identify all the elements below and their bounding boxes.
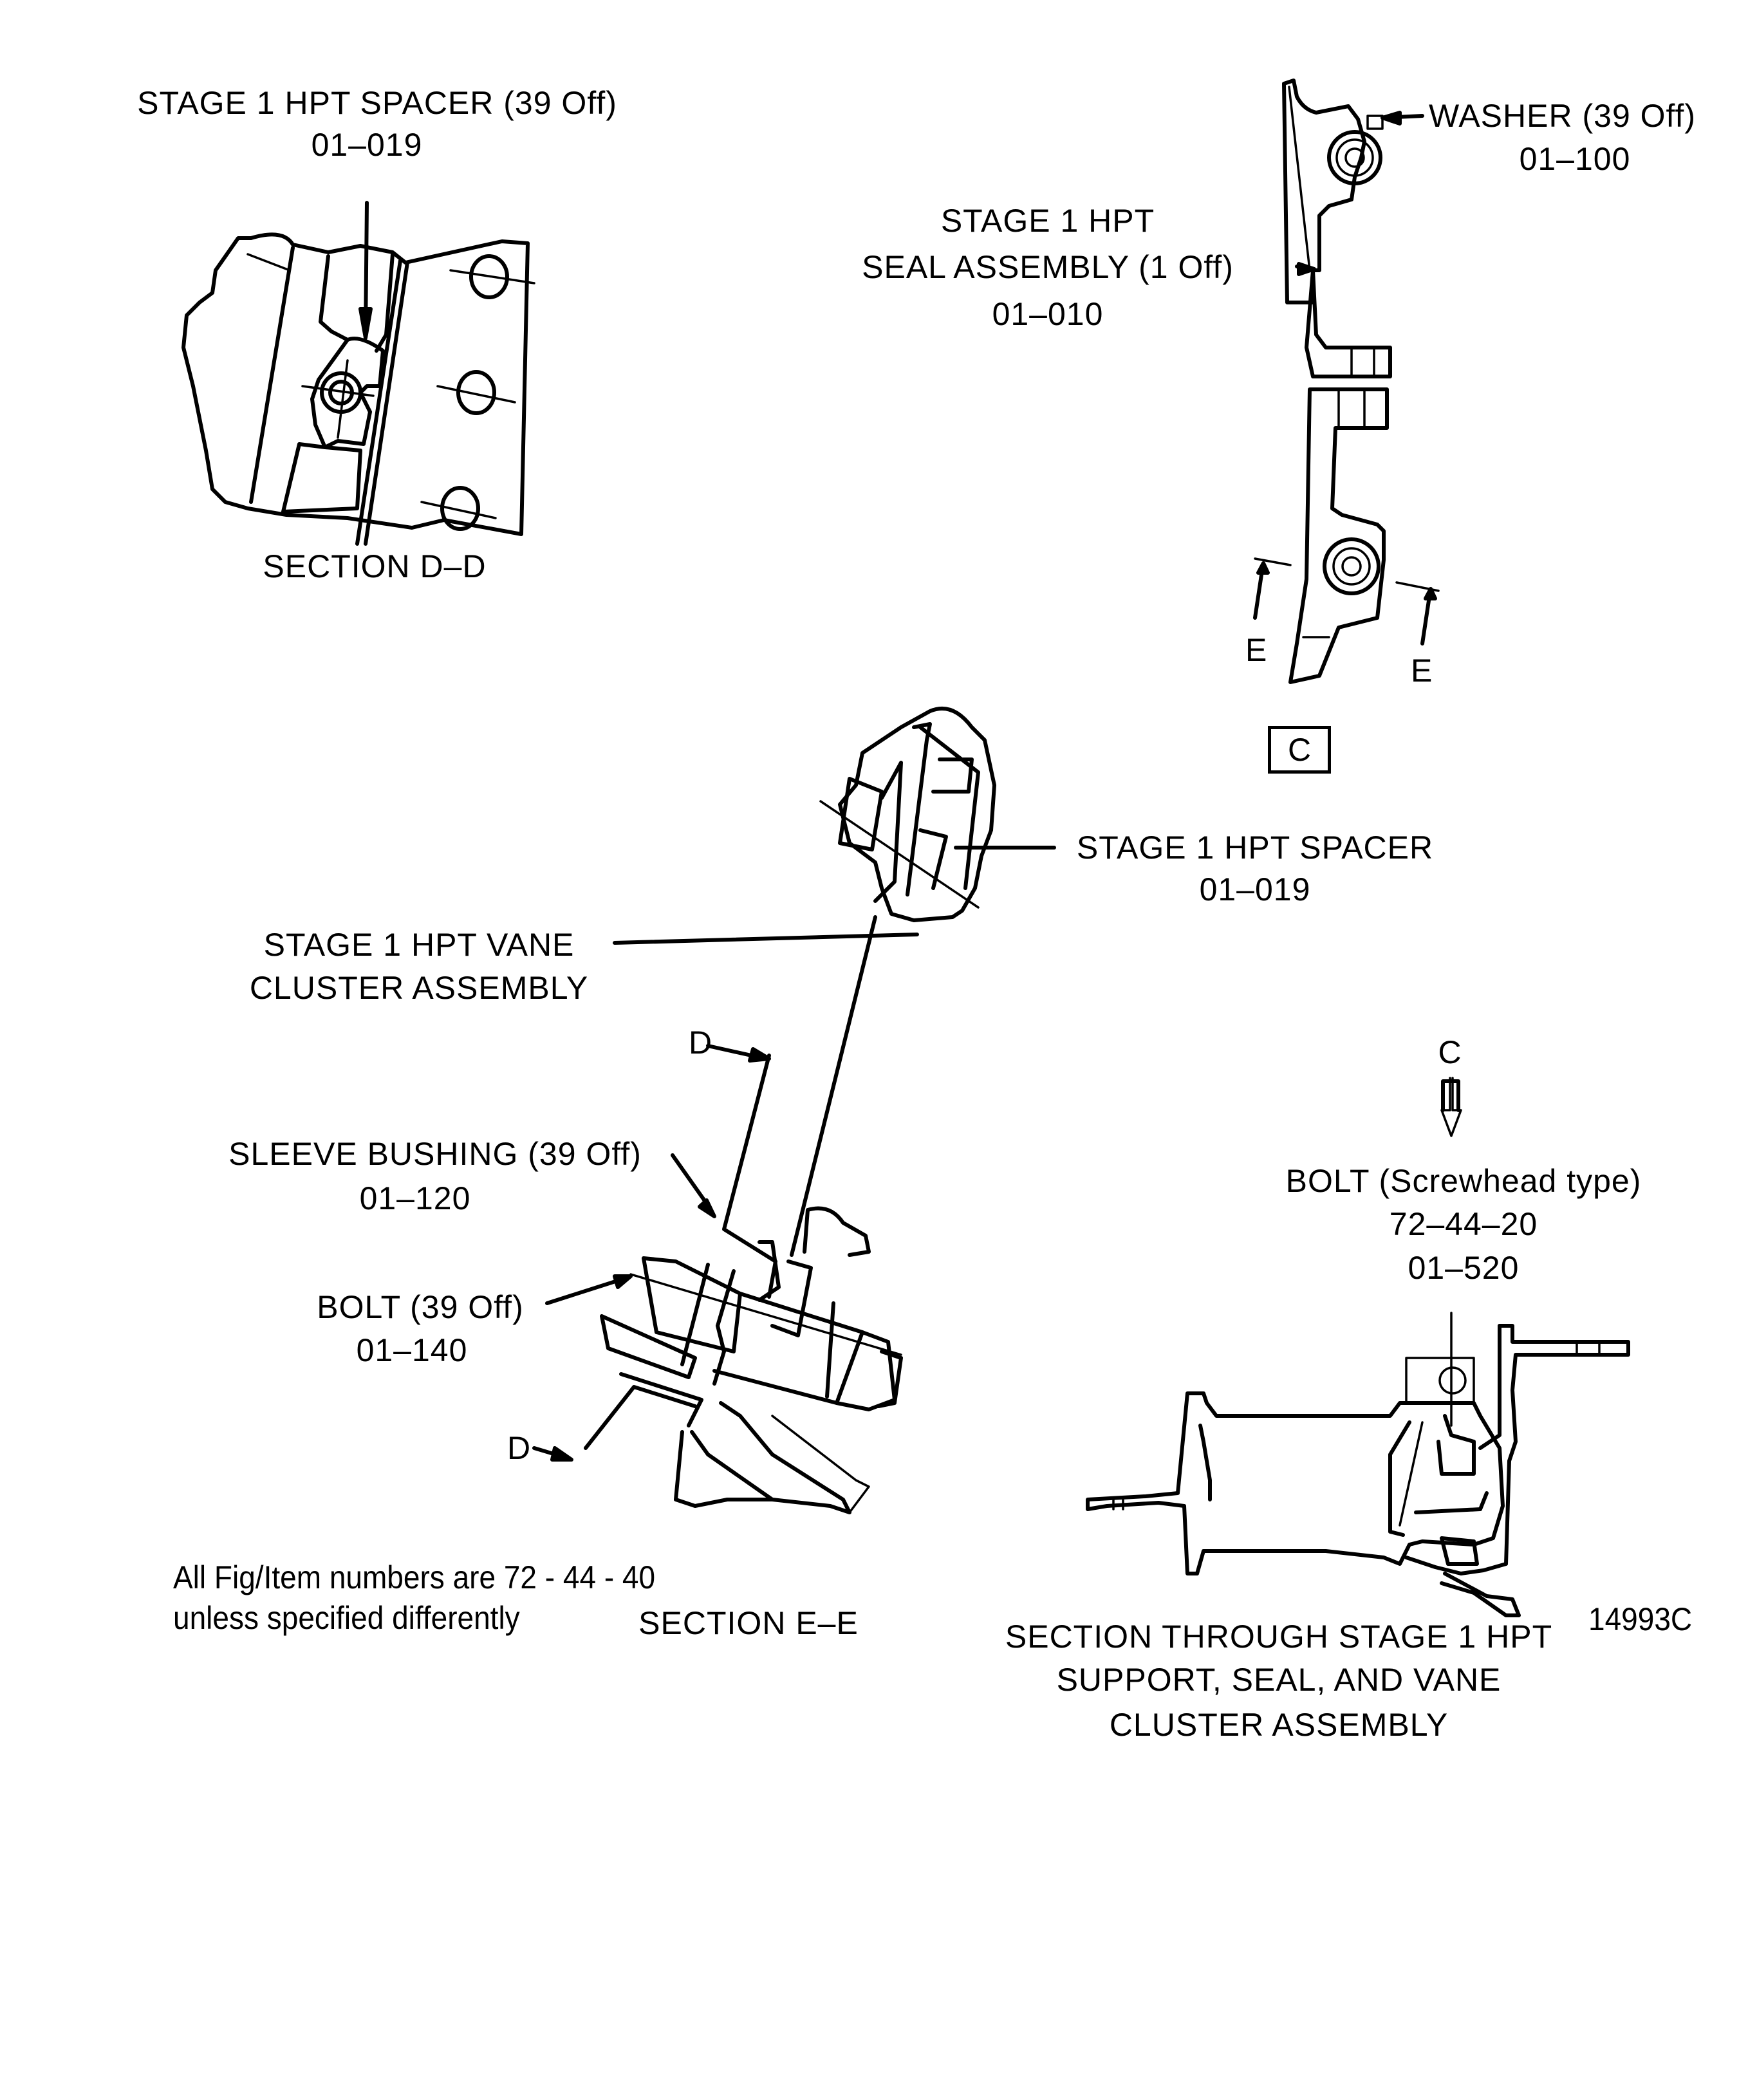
dd-outline — [181, 232, 530, 536]
vane-label-line1: STAGE 1 HPT VANE — [263, 927, 575, 963]
support-title-line2: SUPPORT, SEAL, AND VANE — [1056, 1662, 1501, 1698]
ee-spacer-label: STAGE 1 HPT SPACER — [1076, 830, 1434, 866]
ee-vane-leader — [613, 933, 919, 945]
bolt-label: BOLT (39 Off) — [317, 1289, 524, 1325]
vane-label-line2: CLUSTER ASSEMBLY — [249, 970, 589, 1006]
dd-spacer-item: 01–019 — [311, 127, 423, 163]
screwhead-bolt-item: 01–520 — [1408, 1250, 1520, 1286]
support-section-drawing — [1086, 1077, 1630, 1617]
seal-label-line2: SEAL ASSEMBLY (1 Off) — [862, 249, 1234, 285]
section-dd-drawing — [181, 201, 535, 546]
footnote-line2: unless specified differently — [173, 1599, 520, 1636]
view-c-box-letter: C — [1287, 732, 1312, 768]
screwhead-bolt-label: BOLT (Screwhead type) — [1285, 1163, 1642, 1199]
figure-id: 14993C — [1588, 1601, 1693, 1637]
section-marker-d-lower: D — [507, 1430, 532, 1466]
washer-item: 01–100 — [1519, 141, 1631, 177]
seal-label-line1: STAGE 1 HPT — [940, 203, 1155, 239]
support-title-line1: SECTION THROUGH STAGE 1 HPT — [1005, 1619, 1553, 1655]
section-ee-drawing — [532, 706, 1056, 1514]
bolt-item: 01–140 — [356, 1332, 468, 1368]
support-title-line3: CLUSTER ASSEMBLY — [1109, 1707, 1449, 1743]
dd-spacer-label: STAGE 1 HPT SPACER (39 Off) — [137, 85, 617, 121]
footnote-line1: All Fig/Item numbers are 72 - 44 - 40 — [173, 1559, 656, 1595]
sleeve-bushing-label: SLEEVE BUSHING (39 Off) — [228, 1136, 642, 1172]
seal-item: 01–010 — [992, 296, 1104, 332]
footnote: All Fig/Item numbers are 72 - 44 - 40 un… — [173, 1557, 655, 1638]
section-dd-title: SECTION D–D — [263, 548, 487, 584]
bolt-leader — [545, 1276, 629, 1305]
section-marker-e-left: E — [1245, 632, 1268, 668]
section-marker-d-upper: D — [689, 1025, 713, 1061]
section-marker-e-right: E — [1411, 653, 1433, 689]
sleeve-bushing-item: 01–120 — [359, 1180, 471, 1216]
washer-label: WASHER (39 Off) — [1429, 98, 1697, 134]
view-c-direction-label: C — [1438, 1034, 1462, 1070]
view-c-drawing — [1253, 79, 1440, 684]
screwhead-bolt-fig: 72–44–20 — [1389, 1206, 1538, 1242]
view-c-box: C — [1268, 726, 1331, 774]
ee-spacer-item: 01–019 — [1199, 871, 1311, 907]
section-ee-title: SECTION E–E — [638, 1605, 859, 1641]
